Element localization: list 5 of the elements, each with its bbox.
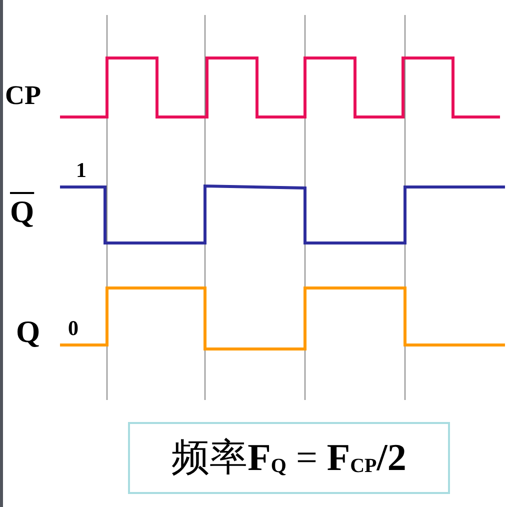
level-label: 1 <box>76 160 86 181</box>
signal-label: Q <box>16 316 40 347</box>
signal-label: Q <box>10 193 34 227</box>
level-label: 0 <box>68 318 78 339</box>
signal-label: CP <box>5 82 41 109</box>
